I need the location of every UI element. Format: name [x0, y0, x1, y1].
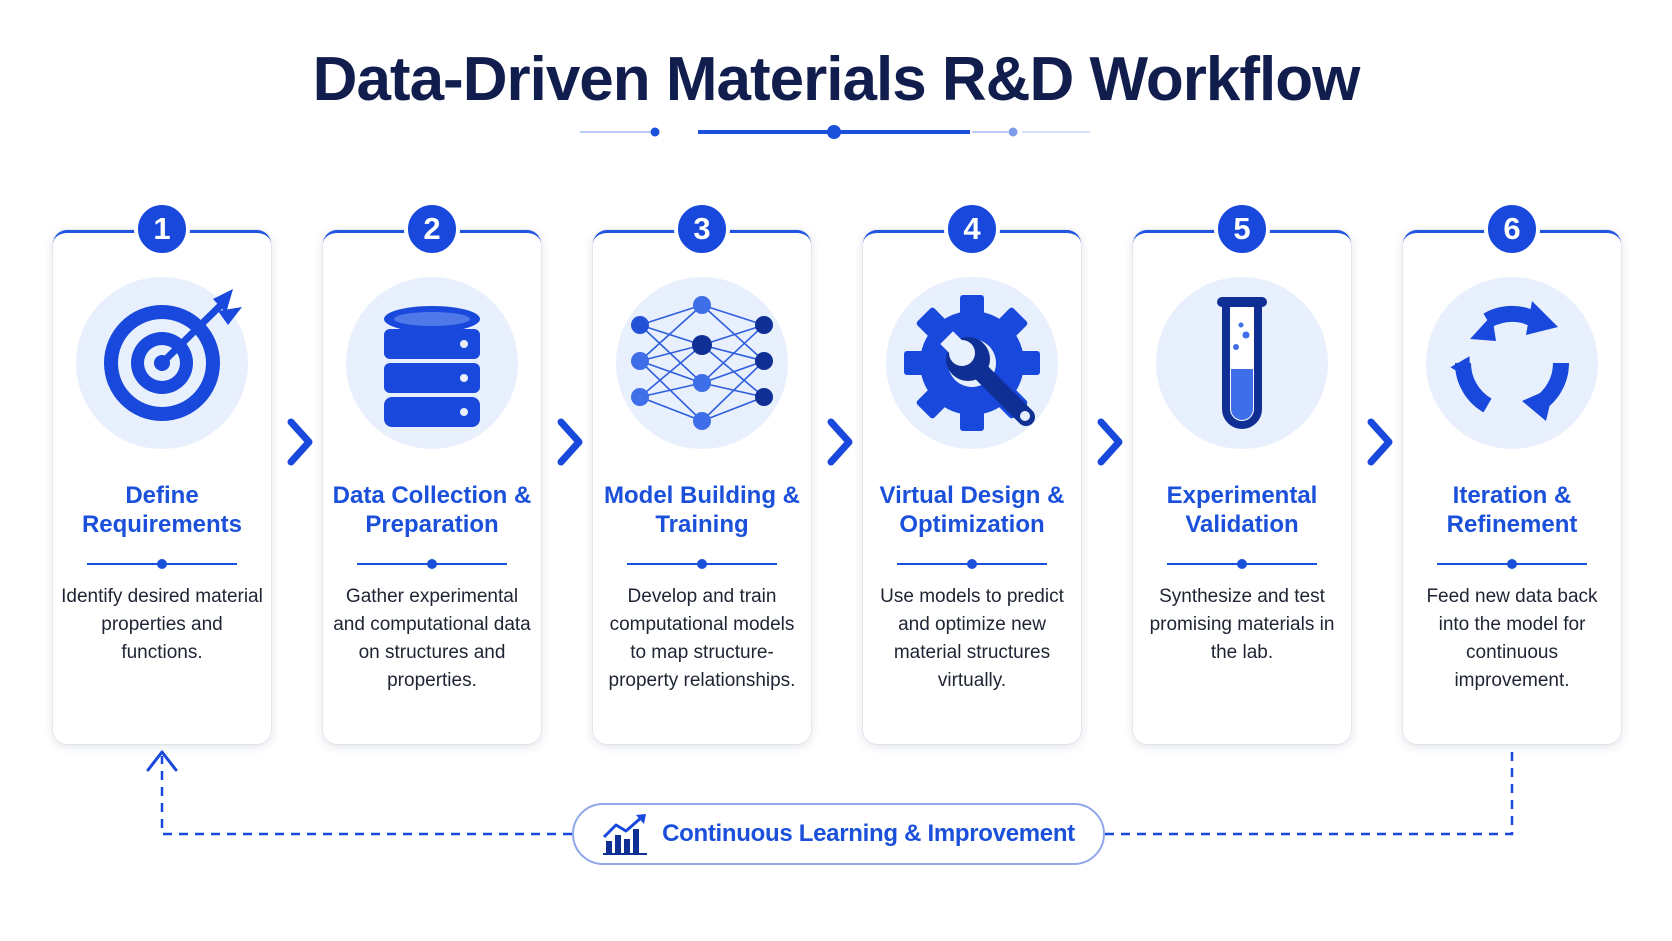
step-number-badge-4: 4 — [944, 201, 1000, 257]
step-description: Feed new data back into the model for co… — [1426, 586, 1598, 691]
gear-wrench-icon — [886, 277, 1058, 449]
step-divider — [87, 559, 237, 569]
step-title: Experimental Validation — [1166, 482, 1318, 538]
step-number-badge-2: 2 — [404, 201, 460, 257]
step-divider — [897, 559, 1047, 569]
growth-chart-icon — [603, 814, 648, 855]
step-number-badge-1: 1 — [134, 201, 190, 257]
chevron-right-icon — [557, 418, 583, 466]
step-title: Define Requirements — [81, 482, 243, 538]
continuous-learning-label: Continuous Learning & Improvement — [572, 803, 1105, 865]
step-card-4: Virtual Design & Optimization Use models… — [863, 230, 1081, 744]
step-title: Data Collection & Preparation — [332, 482, 532, 538]
step-description: Identify desired material properties and… — [61, 586, 263, 663]
step-card-3: Model Building & Training Develop and tr… — [593, 230, 811, 744]
chevron-right-icon — [827, 418, 853, 466]
database-icon — [346, 277, 518, 449]
test-tube-icon — [1156, 277, 1328, 449]
step-description: Gather experimental and computational da… — [333, 586, 531, 691]
step-title: Model Building & Training — [604, 482, 800, 538]
step-description: Develop and train computational models t… — [608, 586, 796, 691]
step-description: Synthesize and test promising materials … — [1149, 586, 1335, 663]
step-card-6: Iteration & Refinement Feed new data bac… — [1403, 230, 1621, 744]
step-title: Iteration & Refinement — [1446, 482, 1578, 538]
target-icon — [76, 277, 248, 449]
cycle-arrows-icon — [1426, 277, 1598, 449]
step-card-1: Define Requirements Identify desired mat… — [53, 230, 271, 744]
step-card-2: Data Collection & Preparation Gather exp… — [323, 230, 541, 744]
chevron-right-icon — [287, 418, 313, 466]
title-divider — [580, 125, 1090, 139]
continuous-learning-text: Continuous Learning & Improvement — [662, 820, 1075, 847]
step-number-badge-6: 6 — [1484, 201, 1540, 257]
chevron-right-icon — [1097, 418, 1123, 466]
step-divider — [627, 559, 777, 569]
step-number-badge-5: 5 — [1214, 201, 1270, 257]
step-divider — [1167, 559, 1317, 569]
chevron-right-icon — [1367, 418, 1393, 466]
step-number-badge-3: 3 — [674, 201, 730, 257]
step-description: Use models to predict and optimize new m… — [880, 586, 1064, 691]
neural-network-icon — [616, 277, 788, 449]
step-divider — [1437, 559, 1587, 569]
step-title: Virtual Design & Optimization — [879, 482, 1065, 538]
diagram-title: Data-Driven Materials R&D Workflow — [312, 45, 1361, 114]
step-divider — [357, 559, 507, 569]
